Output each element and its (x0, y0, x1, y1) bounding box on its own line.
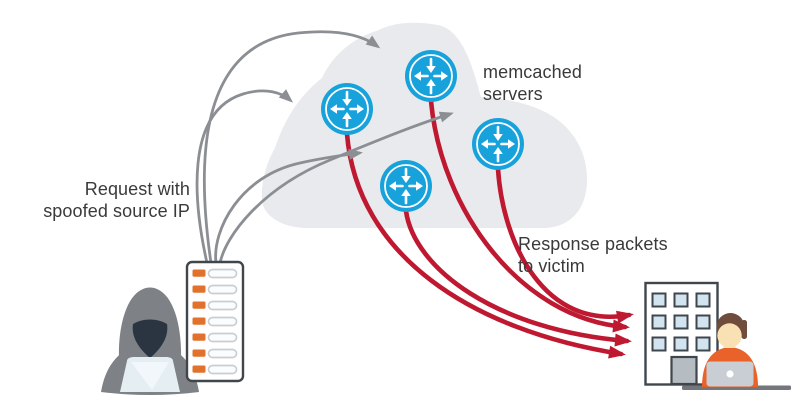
response-arrow (344, 131, 626, 359)
person-at-laptop-icon (702, 313, 758, 387)
server-rack-slot (192, 316, 238, 327)
response-arrow (403, 208, 632, 347)
response-label-line1: Response packets (518, 234, 668, 254)
building-window (695, 314, 711, 330)
victim-face (717, 323, 742, 348)
building-window (673, 336, 689, 352)
server-rack-icon (185, 260, 245, 383)
memcached-label-line1: memcached (483, 62, 582, 82)
router-icon (470, 116, 526, 172)
memcached-label-line2: servers (483, 83, 543, 104)
building-window (695, 292, 711, 308)
attacker-face (132, 319, 168, 358)
building-window (651, 314, 667, 330)
server-rack-slot (192, 364, 238, 375)
request-arrow (195, 89, 294, 265)
memcached-servers-label: memcached servers (483, 62, 582, 105)
building-window (651, 336, 667, 352)
request-arrows (195, 30, 454, 265)
response-label-line2: to victim (518, 255, 585, 276)
building-window (695, 336, 711, 352)
building-window (673, 314, 689, 330)
request-label-line2: spoofed source IP (43, 200, 190, 221)
response-arrow (428, 98, 630, 333)
router-icon (378, 158, 434, 214)
router-icon (319, 81, 375, 137)
response-label: Response packets to victim (518, 234, 668, 277)
server-rack-slot (192, 348, 238, 359)
response-arrow (495, 166, 634, 324)
building-window (651, 292, 667, 308)
server-rack-slot (192, 284, 238, 295)
attacker-laptop-sheen (131, 362, 169, 390)
building-door (670, 355, 698, 386)
server-rack-slot (192, 332, 238, 343)
request-arrow (202, 30, 381, 265)
request-label-line1: Request with (84, 179, 190, 199)
hooded-attacker-icon (101, 287, 199, 395)
building-window (673, 292, 689, 308)
server-rack-slot (192, 300, 238, 311)
request-arrow (218, 111, 454, 265)
router-icon (403, 48, 459, 104)
cloud-shape (261, 22, 588, 229)
request-label: Request with spoofed source IP (20, 179, 190, 222)
victim-laptop-logo (726, 370, 734, 378)
server-rack-slot (192, 268, 238, 279)
victim-hair-side (741, 320, 747, 339)
response-arrows (344, 98, 634, 359)
